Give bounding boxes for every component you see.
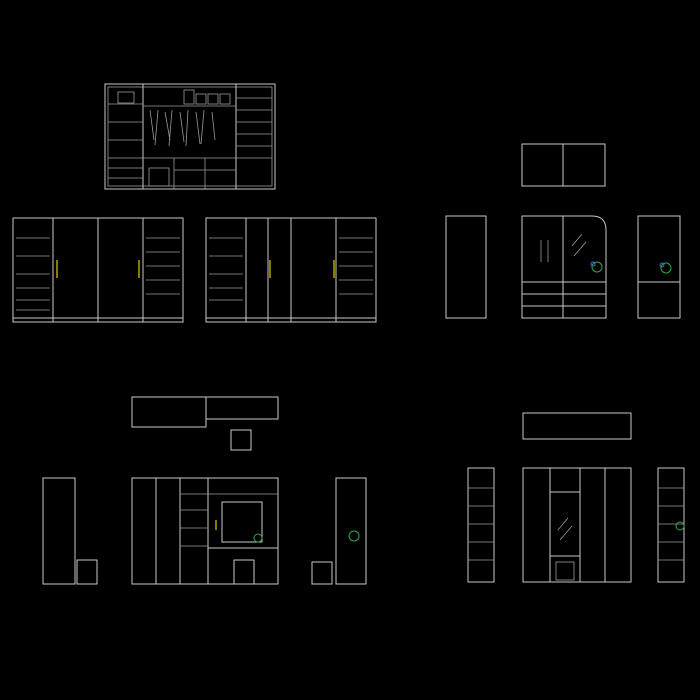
study-wardrobe-front [131, 477, 279, 585]
study-wardrobe-plan [131, 396, 279, 428]
study-wardrobe-side-left [42, 477, 98, 585]
stool-plan [230, 429, 252, 451]
hinged-wardrobe-side-left [467, 467, 495, 583]
sliding-wardrobe-elevation-a [12, 217, 184, 323]
walk-in-wardrobe-elevation [104, 83, 276, 190]
sliding-wardrobe-elevation-b [205, 217, 377, 323]
cabinet-side-right [637, 215, 681, 319]
cabinet-side-left [445, 215, 487, 319]
hinged-wardrobe-side-right [657, 467, 685, 583]
cabinet-front [521, 215, 607, 319]
hinged-wardrobe-plan [522, 412, 632, 440]
study-wardrobe-side-right [311, 477, 367, 585]
hinged-wardrobe-front [522, 467, 632, 583]
cabinet-plan [521, 143, 606, 187]
